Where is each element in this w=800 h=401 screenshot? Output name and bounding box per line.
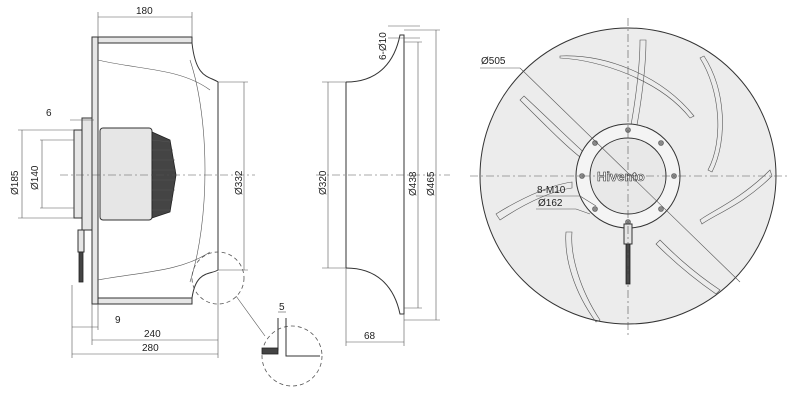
dim-holes: 6-Ø10 (378, 32, 389, 60)
detail-circle (191, 251, 245, 305)
dim-185: Ø185 (10, 170, 21, 195)
fin-lines (151, 139, 176, 211)
dim-5: 5 (279, 302, 285, 313)
dim-180: 180 (136, 6, 153, 17)
housing-top-plate (91, 36, 193, 44)
motor-rear (73, 129, 83, 219)
dim-m10: 8-M10 (537, 185, 566, 196)
shroud-outline (191, 42, 219, 299)
dim-438: Ø438 (408, 171, 419, 196)
dim-320: Ø320 (318, 170, 329, 195)
side-view: 180 6 Ø185 Ø140 Ø332 9 240 280 (10, 6, 323, 387)
dim-68: 68 (364, 331, 376, 342)
dim-162: Ø162 (538, 198, 563, 209)
inner-shroud (189, 59, 206, 283)
dim-9: 9 (115, 315, 121, 326)
detail-enlarged (261, 325, 323, 387)
detail-flange (261, 347, 279, 355)
housing-bottom-plate (91, 297, 193, 305)
dim-332: Ø332 (234, 170, 245, 195)
hub-bolts (579, 127, 677, 225)
leader-505 (519, 67, 741, 283)
brand-logo: Hivento (597, 169, 645, 184)
inlet-ring-view: 6-Ø10 Ø320 Ø438 Ø465 68 (316, 25, 450, 346)
cable (78, 251, 84, 283)
mount-flange (81, 117, 93, 231)
dim-465: Ø465 (426, 171, 437, 196)
blade-curves (97, 59, 211, 281)
front-view: Hivento Ø505 8-M10 Ø162 (470, 18, 788, 336)
dim-140: Ø140 (30, 165, 41, 190)
dim-280: 280 (142, 343, 159, 354)
cable-gland (77, 229, 85, 253)
ring-profile (345, 34, 405, 315)
side-plate (91, 36, 99, 305)
motor-body (99, 127, 153, 221)
dim-505: Ø505 (481, 56, 506, 67)
dim-6: 6 (46, 108, 52, 119)
dim-240: 240 (144, 329, 161, 340)
